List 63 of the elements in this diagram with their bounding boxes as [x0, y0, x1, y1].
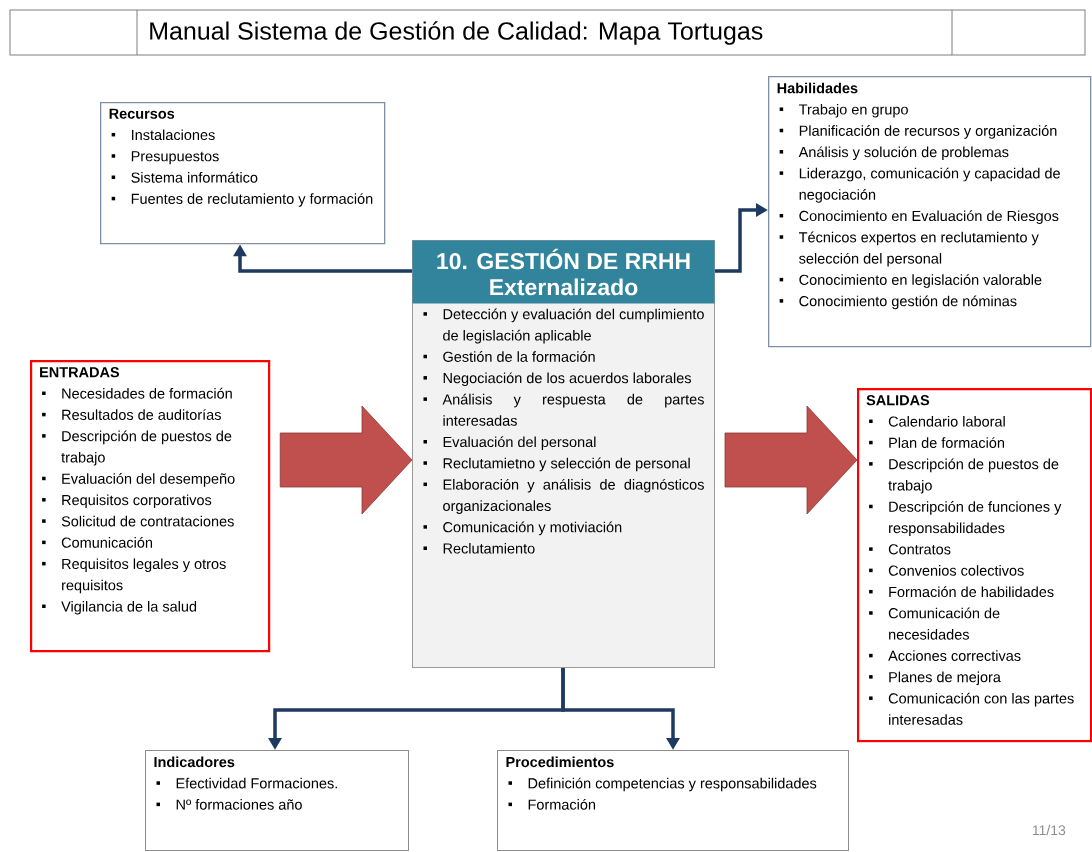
process-box — [412, 240, 715, 668]
bullet-item: Fuentes de reclutamiento y formación — [111, 193, 373, 207]
bullet-item: Sistema informático — [111, 171, 258, 183]
bullet-item: Formación de habilidades — [869, 586, 1054, 598]
page-title: Manual Sistema de Gestión de Calidad: Mapa Tortugas — [150, 21, 763, 45]
list-box — [100, 102, 386, 245]
bullet-item: Conocimiento en Evaluación de Riesgos — [779, 210, 1059, 224]
bullet-item: Definición competencias y responsabilidades — [508, 777, 817, 792]
bullet-item: Conocimiento gestión de nóminas — [779, 295, 1017, 310]
page-number: 11/13 — [1032, 824, 1066, 836]
bullet-item: Descripción de funciones y responsabilidades — [869, 501, 1062, 537]
box-heading: Indicadores — [154, 756, 235, 768]
bullet-item: Trabajo en grupo — [779, 103, 908, 118]
process-heading: 10. GESTIÓN DE RRHH Externalizado — [437, 248, 690, 296]
bullet-item: Presupuestos — [111, 151, 219, 165]
box-heading: ENTRADAS — [40, 367, 120, 378]
bullet-item: Resultados de auditorías — [42, 409, 221, 420]
box-heading: Procedimientos — [506, 756, 614, 768]
bullet-item: Análisis y respuesta de partes interesadas — [423, 393, 704, 426]
bullet-item: Comunicación con las partes interesadas — [869, 692, 1074, 725]
bullet-item: Plan de formación — [869, 437, 1004, 448]
bullet-item: Detección y evaluación del cumplimiento de legislación aplicable — [423, 308, 704, 344]
bullet-item: Planificación de recursos y organización — [779, 125, 1057, 139]
list-box — [768, 76, 1092, 348]
bullet-item: Comunicación de necesidades — [869, 607, 1000, 640]
bullet-item: Negociación de los acuerdos laborales — [423, 372, 691, 387]
bullet-item: Vigilancia de la salud — [42, 601, 197, 615]
bullet-item: Necesidades de formación — [42, 387, 232, 399]
bullet-item: Requisitos corporativos — [42, 494, 212, 509]
bullet-item: Conocimiento en legislación valorable — [779, 274, 1042, 288]
bullet-item: Formación — [508, 798, 596, 810]
list-box — [857, 388, 1092, 743]
bullet-item: Contratos — [869, 544, 951, 555]
bullet-item: Liderazgo, comunicación y capacidad de negociación — [779, 167, 1060, 203]
bullet-item: Comunicación — [42, 536, 152, 548]
list-box — [30, 360, 271, 653]
box-heading: Habilidades — [777, 82, 858, 94]
bullet-item: Nº formaciones año — [156, 799, 302, 810]
box-heading: Recursos — [109, 108, 175, 119]
bullet-item: Efectividad Formaciones. — [156, 777, 337, 789]
bullet-item: Calendario laboral — [869, 416, 1005, 427]
bullet-item: Descripción de puestos de trabajo — [42, 430, 232, 466]
bullet-item: Análisis y solución de problemas — [779, 146, 1009, 161]
bullet-item: Planes de mejora — [869, 671, 1001, 686]
bullet-item: Evaluación del personal — [423, 436, 596, 450]
block-arrow — [279, 405, 413, 515]
bullet-item: Reclutamiento — [423, 542, 535, 554]
bullet-item: Descripción de puestos de trabajo — [869, 458, 1059, 494]
bullet-item: Reclutamietno y selección de personal — [423, 457, 690, 472]
bullet-item: Convenios colectivos — [869, 565, 1024, 576]
bullet-item: Gestión de la formación — [423, 351, 595, 362]
bullet-item: Solicitud de contrataciones — [42, 515, 234, 527]
block-arrow — [724, 405, 858, 515]
list-box — [497, 750, 849, 851]
bullet-item: Comunicación y motiviación — [423, 521, 622, 536]
list-box — [145, 750, 409, 851]
bullet-item: Requisitos legales y otros requisitos — [42, 558, 226, 594]
bullet-item: Instalaciones — [111, 129, 215, 141]
bullet-item: Técnicos expertos en reclutamiento y selección del personal — [779, 231, 1039, 267]
box-heading: SALIDAS — [866, 395, 930, 406]
bullet-item: Evaluación del desempeño — [42, 473, 235, 487]
bullet-item: Acciones correctivas — [869, 650, 1021, 661]
bullet-item: Elaboración y análisis de diagnósticos organizacionales — [423, 478, 704, 514]
